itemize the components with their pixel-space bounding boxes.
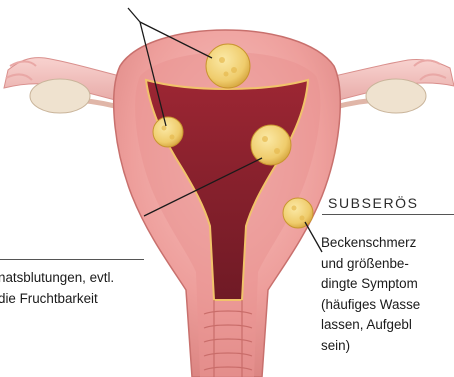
left-ovary [30,79,90,113]
subserous-description: Beckenschmerz und größenbe- dingte Sympt… [321,233,454,356]
fibroid-nodule [251,125,291,165]
right-ovary [366,79,426,113]
left-divider [0,259,144,260]
fibroid-nodule [206,44,250,88]
fibroid-nodule [153,117,183,147]
subserous-heading: SUBSERÖS [328,195,419,211]
leader-line-subserous [305,222,322,252]
subserous-divider [322,214,454,215]
fibroid-nodule [283,198,313,228]
left-description: natsblutungen, evtl. die Fruchtbarkeit [0,268,158,309]
